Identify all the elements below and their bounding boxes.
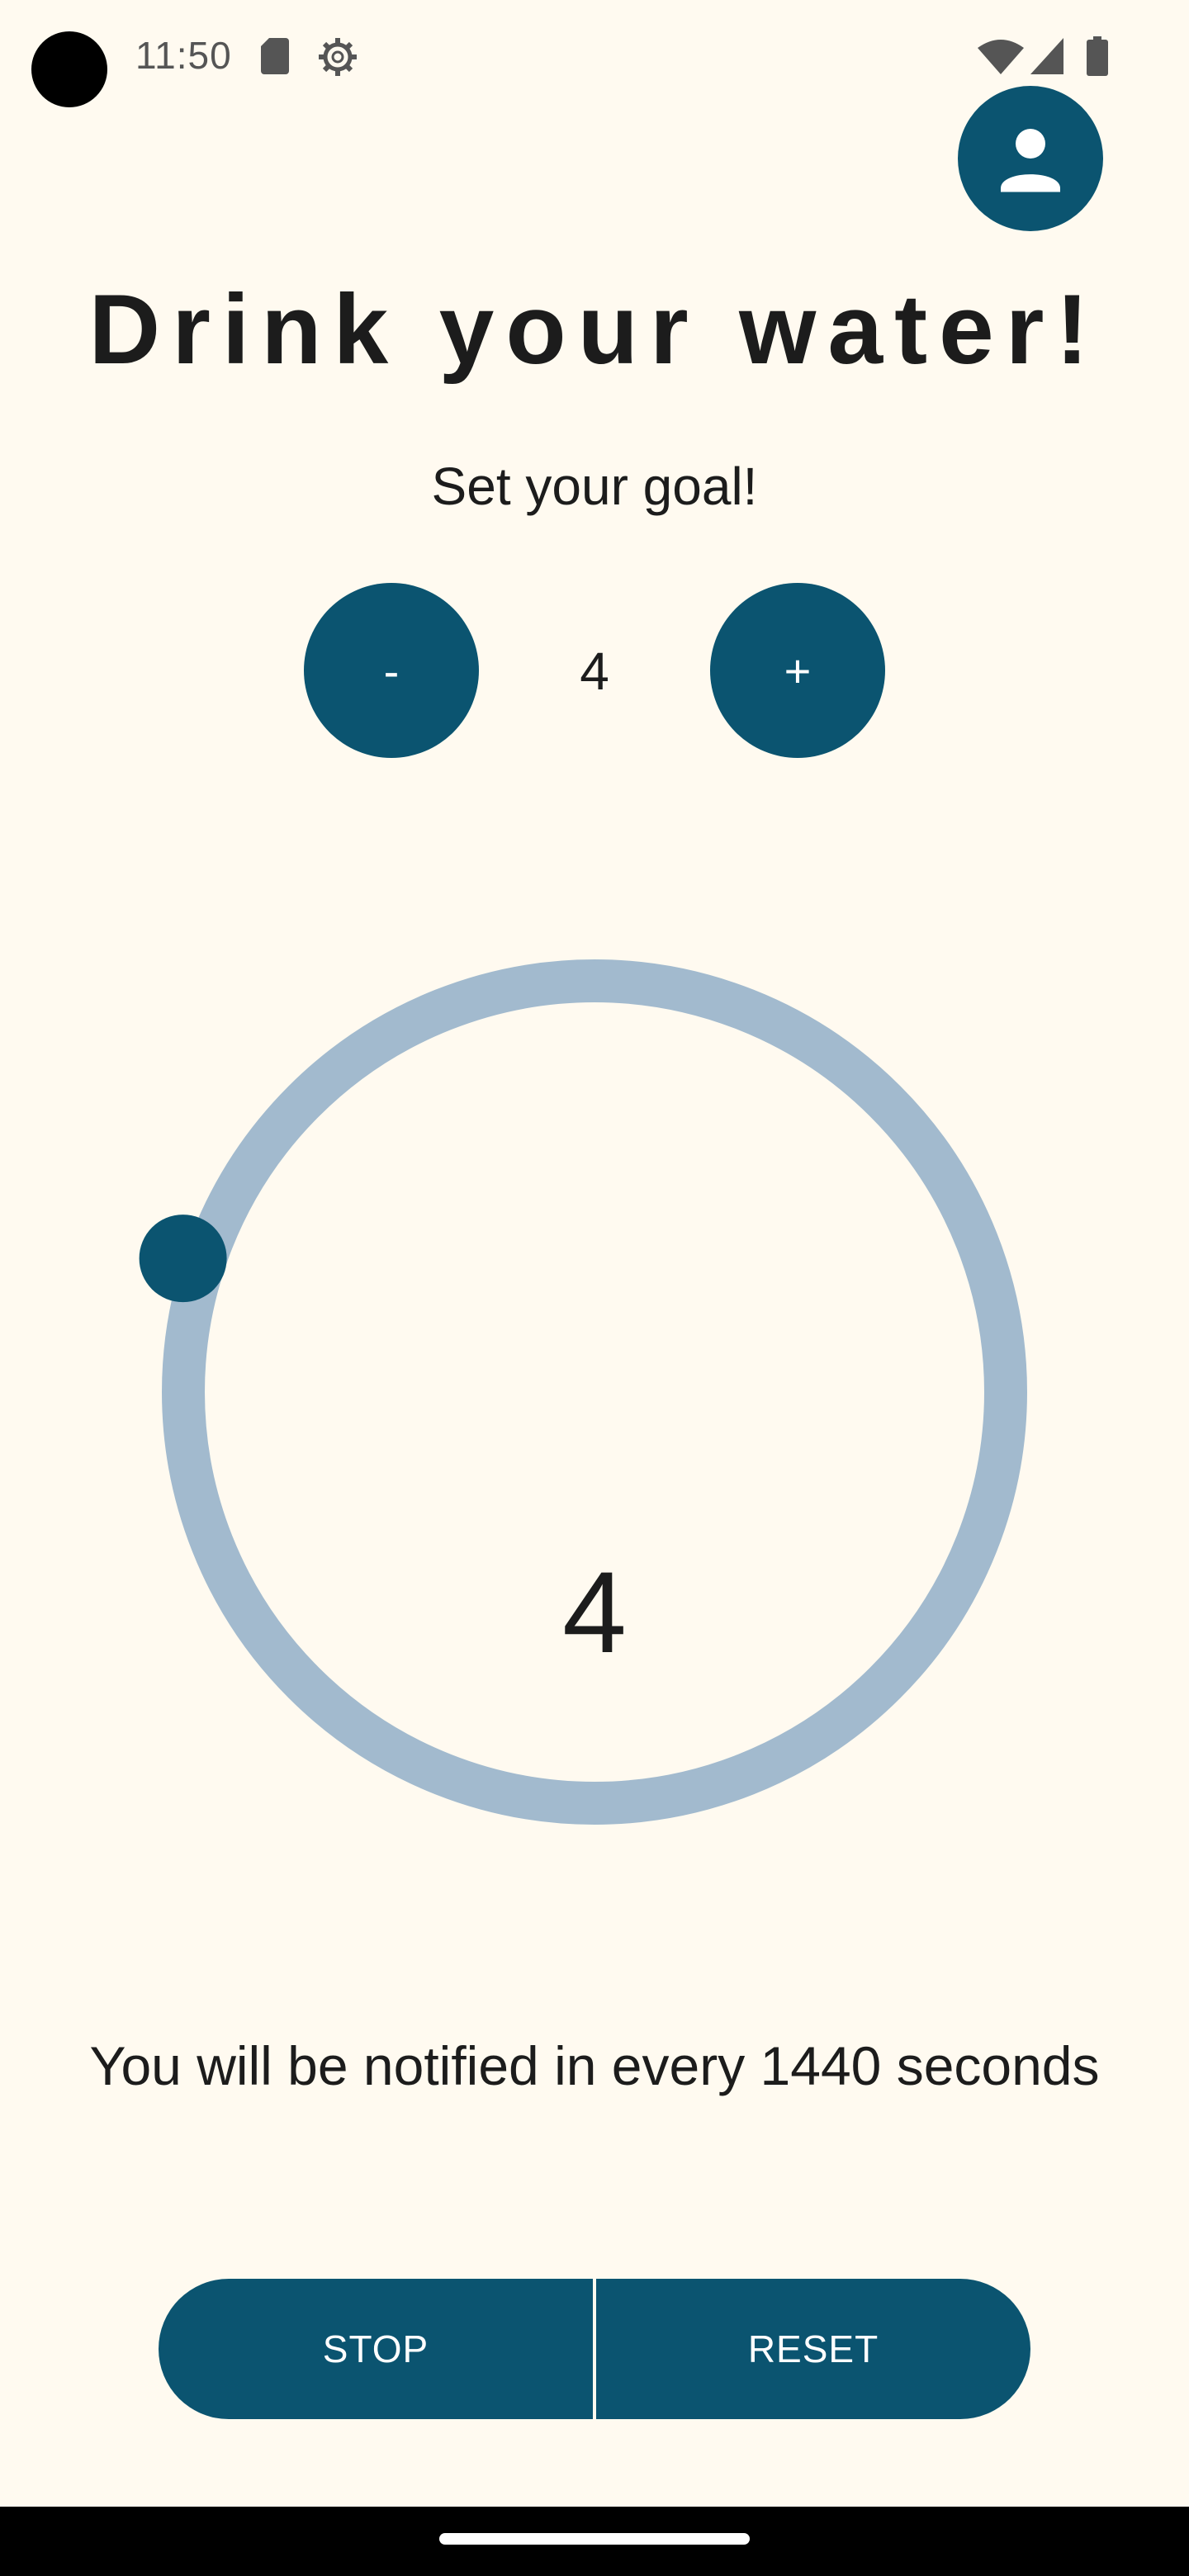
notification-text: You will be notified in every 1440 secon… <box>89 2035 1100 2096</box>
status-bar: 11:50 <box>0 0 1189 116</box>
home-indicator[interactable] <box>439 2533 750 2545</box>
increase-goal-button[interactable]: + <box>710 583 885 758</box>
page-title: Drink your water! <box>88 274 1101 385</box>
progress-count: 4 <box>562 1547 627 1677</box>
signal-icon <box>1030 38 1063 74</box>
camera-cutout <box>31 31 107 107</box>
stop-button[interactable]: STOP <box>159 2279 593 2419</box>
person-icon <box>1001 129 1060 192</box>
gear-icon <box>319 38 357 76</box>
navigation-bar <box>0 2507 1189 2576</box>
progress-ring-handle[interactable] <box>139 1215 227 1303</box>
profile-button[interactable] <box>958 86 1103 231</box>
progress-ring-track <box>162 959 1027 1825</box>
status-time: 11:50 <box>135 34 232 77</box>
progress-ring <box>139 959 1027 1825</box>
wifi-icon <box>978 40 1024 74</box>
goal-label: Set your goal! <box>431 457 758 516</box>
sd-card-icon <box>261 38 289 74</box>
decrease-goal-button[interactable]: - <box>304 583 479 758</box>
battery-icon <box>1087 36 1108 76</box>
reset-button[interactable]: RESET <box>596 2279 1030 2419</box>
goal-value: 4 <box>580 642 609 701</box>
